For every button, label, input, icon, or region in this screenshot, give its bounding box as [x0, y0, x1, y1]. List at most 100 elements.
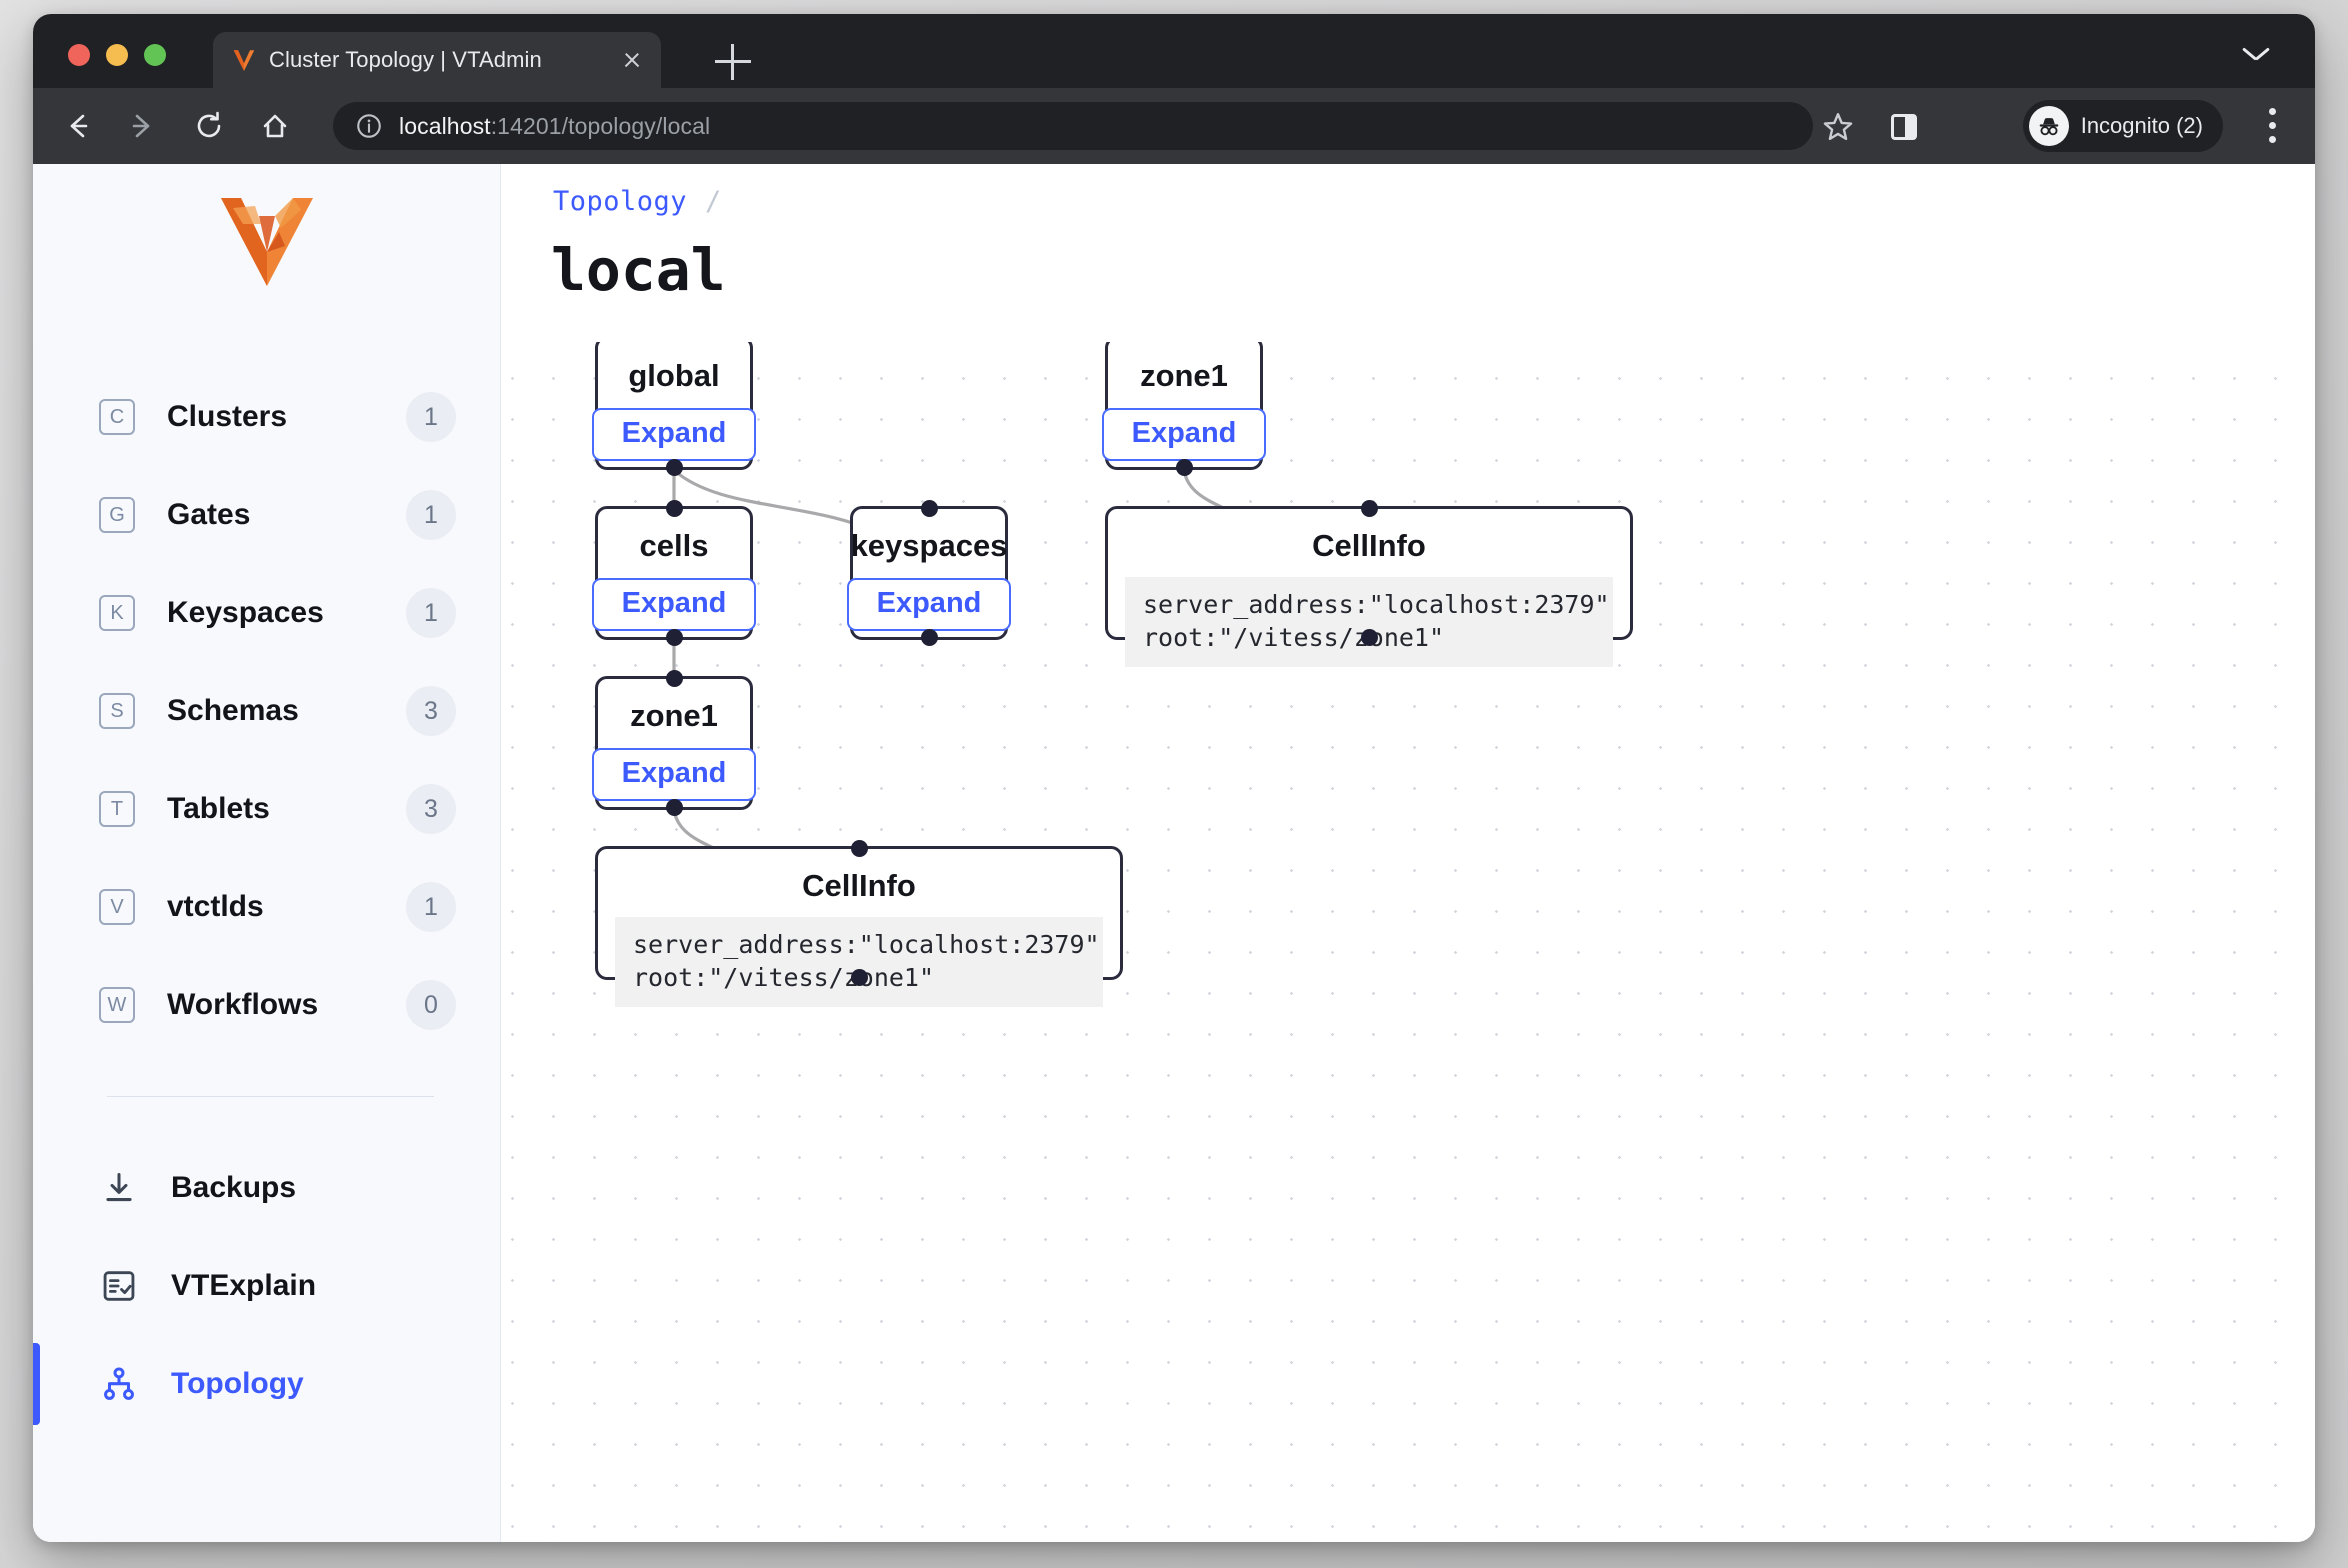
close-window-button[interactable]	[68, 44, 90, 66]
sidebar-item-backups[interactable]: Backups	[33, 1139, 500, 1237]
window-controls	[68, 44, 166, 66]
topology-node-cellinfo-right[interactable]: CellInfo server_address:"localhost:2379"…	[1105, 500, 1633, 667]
sitemap-icon	[99, 1364, 139, 1404]
sidebar-item-label: Schemas	[167, 694, 299, 727]
topology-node-zone1-left[interactable]: zone1 Expand	[591, 670, 757, 816]
address-bar-text: localhost:14201/topology/local	[399, 113, 710, 140]
sidebar-item-count: 1	[406, 882, 456, 932]
sidebar-item-topology[interactable]: Topology	[33, 1335, 500, 1433]
browser-toolbar: localhost:14201/topology/local Incognito…	[33, 88, 2315, 164]
star-icon[interactable]	[1821, 110, 1855, 144]
sidebar-item-count: 1	[406, 392, 456, 442]
workflows-letter-icon: W	[99, 987, 135, 1023]
sidebar-item-clusters[interactable]: C Clusters 1	[33, 368, 500, 466]
sidebar-item-label: Topology	[171, 1367, 304, 1400]
sidebar-item-label: Workflows	[167, 988, 319, 1021]
home-icon[interactable]	[253, 104, 297, 148]
close-icon[interactable]	[613, 41, 651, 79]
node-handle-bottom[interactable]	[1175, 459, 1193, 476]
cellinfo-code: server_address:"localhost:2379" root:"/v…	[615, 917, 1103, 1007]
topology-node-cells[interactable]: cells Expand	[591, 500, 757, 646]
sidebar-item-count: 0	[406, 980, 456, 1030]
sidebar-item-label: Gates	[167, 498, 251, 531]
node-handle-bottom[interactable]	[1360, 629, 1378, 646]
plus-icon[interactable]	[715, 44, 751, 80]
expand-button[interactable]: Expand	[846, 578, 1012, 631]
sidebar-item-workflows[interactable]: W Workflows 0	[33, 956, 500, 1054]
vitess-logo-icon[interactable]	[33, 194, 500, 290]
sidebar-divider	[107, 1096, 434, 1097]
cellinfo-code: server_address:"localhost:2379" root:"/v…	[1125, 577, 1613, 667]
tab-title: Cluster Topology | VTAdmin	[269, 47, 542, 72]
kebab-menu-icon[interactable]	[2269, 108, 2277, 144]
sidebar-item-count: 3	[406, 784, 456, 834]
node-handle-bottom[interactable]	[665, 629, 683, 646]
node-handle-top[interactable]	[920, 500, 938, 517]
expand-button[interactable]: Expand	[591, 748, 757, 801]
sidebar-item-label: VTExplain	[171, 1269, 317, 1302]
info-circle-icon[interactable]	[355, 112, 383, 140]
clusters-letter-icon: C	[99, 399, 135, 435]
node-title: CellInfo	[802, 868, 916, 903]
expand-button[interactable]: Expand	[591, 408, 757, 461]
sidebar-item-count: 1	[406, 490, 456, 540]
topology-node-cellinfo-left[interactable]: CellInfo server_address:"localhost:2379"…	[595, 840, 1123, 1007]
browser-tab[interactable]: Cluster Topology | VTAdmin	[213, 32, 661, 88]
node-handle-bottom[interactable]	[665, 459, 683, 476]
download-icon	[99, 1168, 139, 1208]
topology-canvas[interactable]: global Expand cells Expand keyspaces Exp…	[501, 342, 2315, 1542]
vtctlds-letter-icon: V	[99, 889, 135, 925]
node-handle-top[interactable]	[665, 670, 683, 687]
sidebar-item-label: Clusters	[167, 400, 288, 433]
topology-node-keyspaces[interactable]: keyspaces Expand	[846, 500, 1012, 646]
arrow-right-icon[interactable]	[121, 104, 165, 148]
profile-button[interactable]: Incognito (2)	[2022, 100, 2223, 152]
reload-icon[interactable]	[187, 104, 231, 148]
url-path: :14201/topology/local	[490, 112, 711, 139]
breadcrumb-separator: /	[705, 186, 722, 217]
side-panel-icon[interactable]	[1891, 114, 1917, 140]
node-handle-top[interactable]	[850, 840, 868, 857]
expand-button[interactable]: Expand	[591, 578, 757, 631]
arrow-left-icon[interactable]	[55, 104, 99, 148]
minimize-window-button[interactable]	[106, 44, 128, 66]
sidebar-item-count: 3	[406, 686, 456, 736]
sidebar-item-label: Backups	[171, 1171, 297, 1204]
tab-strip: Cluster Topology | VTAdmin	[33, 14, 2315, 88]
breadcrumb: Topology /	[553, 186, 722, 217]
main-content: Topology/ local	[501, 164, 2315, 1542]
chevron-down-icon[interactable]	[2243, 46, 2269, 60]
url-host: localhost	[399, 112, 491, 139]
active-indicator	[33, 1343, 40, 1425]
breadcrumb-link-topology[interactable]: Topology	[553, 186, 688, 217]
sidebar-item-schemas[interactable]: S Schemas 3	[33, 662, 500, 760]
sidebar-item-vtexplain[interactable]: VTExplain	[33, 1237, 500, 1335]
node-handle-bottom[interactable]	[850, 969, 868, 986]
node-handle-bottom[interactable]	[920, 629, 938, 646]
sidebar-item-gates[interactable]: G Gates 1	[33, 466, 500, 564]
gates-letter-icon: G	[99, 497, 135, 533]
node-handle-bottom[interactable]	[665, 799, 683, 816]
node-handle-top[interactable]	[665, 500, 683, 517]
vitess-v-logo-icon	[233, 50, 255, 71]
list-check-icon	[99, 1266, 139, 1306]
schemas-letter-icon: S	[99, 693, 135, 729]
maximize-window-button[interactable]	[144, 44, 166, 66]
node-handle-top[interactable]	[1360, 500, 1378, 517]
sidebar-item-label: Keyspaces	[167, 596, 324, 629]
expand-button[interactable]: Expand	[1101, 408, 1267, 461]
keyspaces-letter-icon: K	[99, 595, 135, 631]
topology-node-global[interactable]: global Expand	[591, 342, 757, 476]
sidebar-item-label: Tablets	[167, 792, 270, 825]
node-title: zone1	[630, 698, 718, 733]
address-bar[interactable]: localhost:14201/topology/local	[333, 102, 1813, 150]
node-title: CellInfo	[1312, 528, 1426, 563]
topology-node-zone1-right[interactable]: zone1 Expand	[1101, 342, 1267, 476]
